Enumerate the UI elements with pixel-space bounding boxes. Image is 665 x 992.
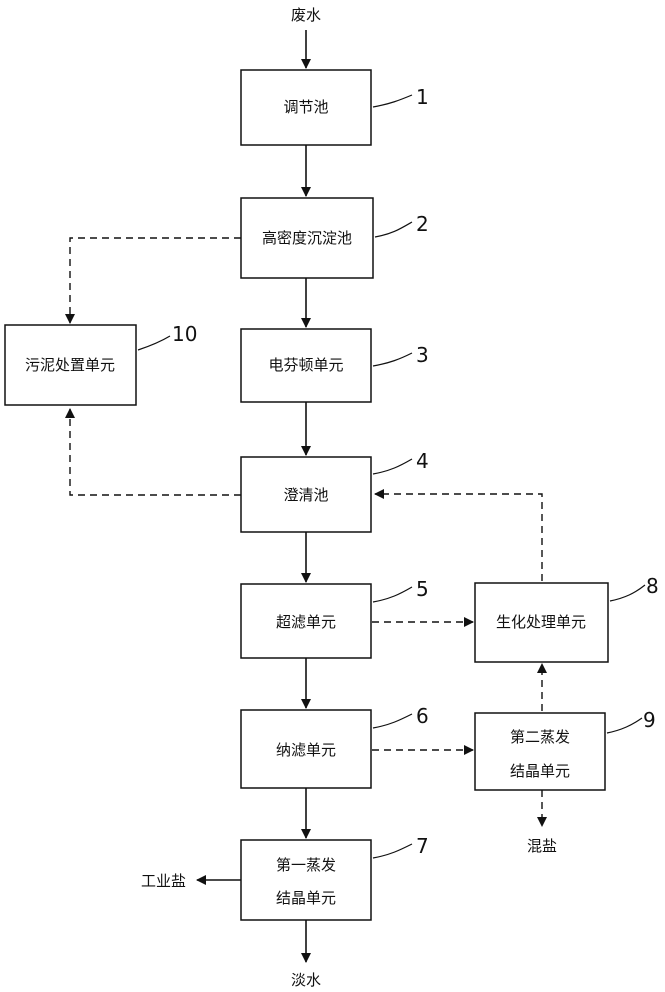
node-7-label-line1: 第一蒸发 [276, 856, 336, 874]
node-5-label: 超滤单元 [276, 613, 336, 631]
leader-5 [372, 586, 413, 603]
node-10-sludge-disposal: 污泥处置单元 [4, 324, 137, 406]
leader-4 [372, 458, 413, 475]
node-4-label: 澄清池 [283, 486, 328, 504]
node-1-regulating-tank: 调节池 [240, 69, 372, 146]
node-6-label: 纳滤单元 [276, 741, 336, 759]
node-9-label-line2: 结晶单元 [510, 762, 570, 780]
leader-1 [372, 94, 413, 108]
ref-number-10: 10 [172, 322, 197, 346]
node-3-electro-fenton: 电芬顿单元 [240, 328, 372, 403]
output-label-industrial-salt: 工业盐 [141, 872, 186, 890]
output-label-mixed-salt: 混盐 [527, 837, 557, 855]
ref-number-3: 3 [416, 343, 429, 367]
node-2-label: 高密度沉淀池 [262, 229, 352, 247]
node-7-first-evaporation-crystallization: 第一蒸发 结晶单元 [240, 839, 372, 921]
ref-number-7: 7 [416, 834, 429, 858]
leader-3 [372, 352, 413, 367]
leader-6 [372, 713, 413, 729]
leader-10 [137, 335, 171, 351]
node-8-label: 生化处理单元 [496, 613, 586, 631]
leader-2 [374, 221, 413, 238]
ref-number-1: 1 [416, 85, 429, 109]
dashed-2-to-10 [65, 237, 241, 324]
ref-number-9: 9 [643, 708, 656, 732]
leader-9 [606, 717, 643, 734]
node-5-ultrafiltration: 超滤单元 [240, 583, 372, 659]
node-1-label: 调节池 [283, 98, 328, 116]
node-6-nanofiltration: 纳滤单元 [240, 709, 372, 789]
node-10-label: 污泥处置单元 [25, 356, 115, 374]
dashed-8-to-4 [374, 489, 543, 581]
node-3-label: 电芬顿单元 [268, 356, 343, 374]
output-label-fresh-water: 淡水 [291, 971, 321, 989]
input-label-wastewater: 废水 [291, 6, 321, 24]
ref-number-6: 6 [416, 704, 429, 728]
node-2-high-density-sedimentation: 高密度沉淀池 [240, 197, 374, 279]
node-8-biochemical-treatment: 生化处理单元 [474, 582, 609, 663]
ref-number-2: 2 [416, 212, 429, 236]
dashed-4-to-10 [65, 408, 241, 496]
node-9-label-line1: 第二蒸发 [510, 728, 570, 746]
leader-7 [372, 843, 413, 859]
ref-number-4: 4 [416, 449, 429, 473]
node-9-second-evaporation-crystallization: 第二蒸发 结晶单元 [474, 712, 606, 791]
ref-number-5: 5 [416, 577, 429, 601]
ref-number-8: 8 [646, 574, 659, 598]
leader-8 [609, 584, 646, 602]
node-4-clarifier: 澄清池 [240, 456, 372, 533]
node-7-label-line2: 结晶单元 [276, 889, 336, 907]
